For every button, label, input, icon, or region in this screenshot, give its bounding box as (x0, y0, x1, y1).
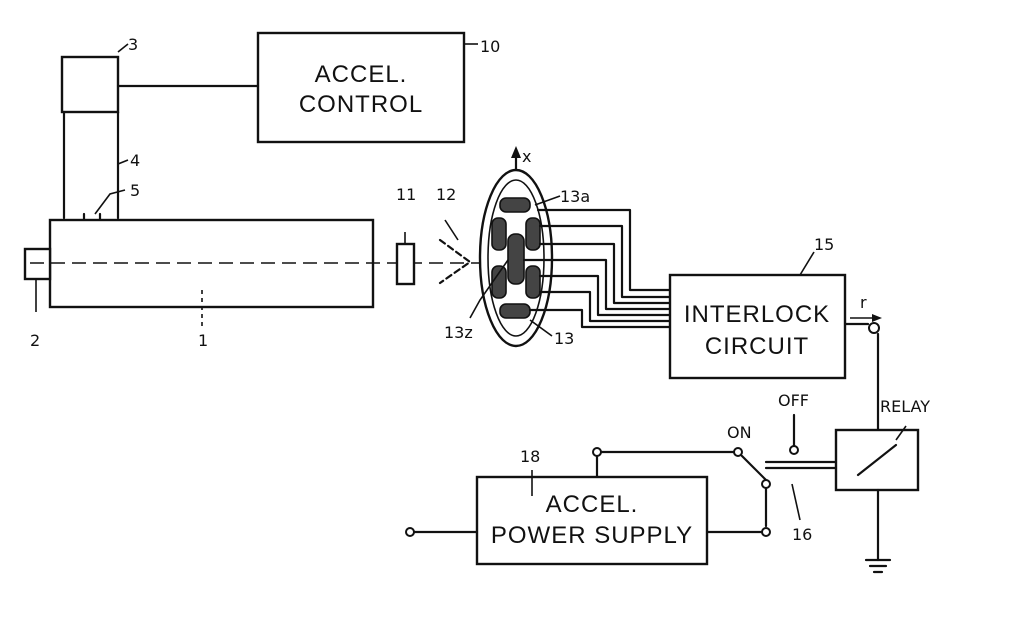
leader-4 (117, 159, 129, 165)
accel-control-line1: ACCEL. (315, 61, 408, 88)
leader-3 (117, 43, 129, 53)
ref-5: 5 (130, 181, 140, 200)
ref-15: 15 (814, 235, 834, 254)
relay-label: RELAY (880, 397, 930, 416)
ref-11: 11 (396, 185, 416, 204)
switch-blade (740, 454, 768, 482)
label-r: r (860, 293, 867, 312)
interlock-line2: CIRCUIT (705, 333, 809, 360)
signal-lines (522, 208, 674, 329)
interlock-circuit-block: INTERLOCK CIRCUIT (668, 273, 847, 380)
mechanical-link (764, 460, 838, 470)
off-contact (789, 445, 799, 455)
power-supply-block: ACCEL. POWER SUPPLY (475, 475, 709, 566)
ref-18: 18 (520, 447, 540, 466)
leader-13a (534, 195, 561, 206)
ref-13a: 13a (560, 187, 590, 206)
accel-control-line2: CONTROL (299, 91, 423, 118)
ref-13: 13 (554, 329, 574, 348)
supply-input-terminal (405, 527, 415, 537)
leader-13 (529, 319, 553, 337)
ref-12: 12 (436, 185, 456, 204)
leader-5 (94, 189, 126, 215)
waveguide-4 (62, 110, 120, 220)
power-contact (761, 527, 771, 537)
leader-15 (799, 251, 815, 276)
ground-symbol (864, 558, 892, 574)
supply-terminal-top (592, 447, 602, 457)
ref-13z: 13z (444, 323, 473, 342)
ref-10: 10 (480, 37, 500, 56)
accel-control-block: ACCEL. CONTROL (256, 31, 466, 144)
on-contact (733, 447, 743, 457)
x-axis-label: x (522, 147, 531, 166)
ref-3: 3 (128, 35, 138, 54)
off-label: OFF (778, 391, 809, 410)
relay-leader (895, 425, 907, 441)
unit-3 (60, 55, 120, 114)
x-axis-arrowhead (511, 146, 521, 158)
ref-16: 16 (792, 525, 812, 544)
ionization-chamber-13 (478, 168, 554, 348)
power-supply-line1: ACCEL. (546, 491, 639, 518)
ref-1: 1 (198, 331, 208, 350)
r-arrowhead (872, 314, 882, 322)
output-terminal (868, 322, 880, 334)
beam-cone-12 (438, 238, 472, 285)
ref-4: 4 (130, 151, 140, 170)
power-supply-line2: POWER SUPPLY (491, 522, 693, 549)
on-label: ON (727, 423, 752, 442)
switch-pivot (761, 479, 771, 489)
window-11 (395, 242, 416, 286)
leader-16 (791, 483, 801, 521)
leader-12 (444, 219, 459, 241)
ref-2: 2 (30, 331, 40, 350)
relay-coil-symbol (856, 443, 898, 477)
interlock-line1: INTERLOCK (684, 301, 830, 328)
electron-gun-2 (23, 247, 52, 281)
leader-13z (469, 259, 509, 319)
